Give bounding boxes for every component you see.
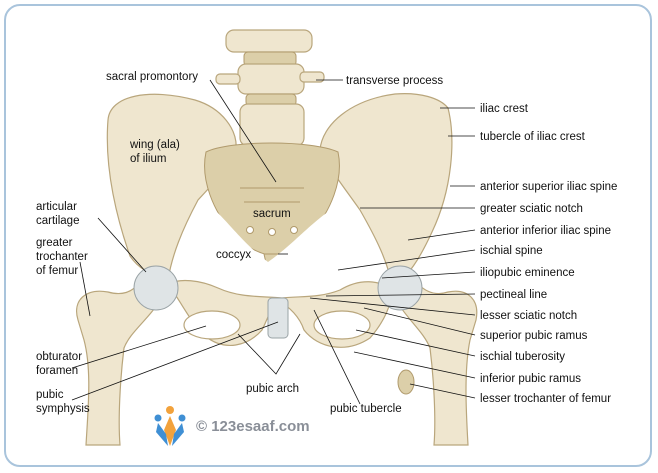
- watermark-text: © 123esaaf.com: [196, 417, 310, 435]
- label-articular-cartilage-line2: cartilage: [36, 215, 79, 227]
- label-iliopubic-eminence: iliopubic eminence: [480, 267, 575, 279]
- label-lesser-trochanter-of-femur: lesser trochanter of femur: [480, 393, 611, 405]
- label-sacrum: sacrum: [253, 208, 291, 220]
- label-tubercle-of-iliac-crest: tubercle of iliac crest: [480, 131, 586, 143]
- people-logo-icon: [154, 406, 186, 446]
- label-ischial-tuberosity: ischial tuberosity: [480, 351, 565, 363]
- label-pubic-arch: pubic arch: [246, 383, 299, 395]
- label-anterior-superior-iliac-spine: anterior superior iliac spine: [480, 181, 617, 193]
- vertebra-top: [225, 29, 313, 53]
- label-obturator-foramen-line2: foramen: [36, 365, 78, 377]
- label-greater-sciatic-notch: greater sciatic notch: [480, 203, 583, 215]
- transverse-process-left: [215, 73, 241, 85]
- vertebra-middle: [237, 63, 305, 95]
- label-pubic-tubercle: pubic tubercle: [330, 403, 402, 415]
- label-pectineal-line: pectineal line: [480, 289, 547, 301]
- left-femoral-head-cartilage: [133, 265, 179, 311]
- pelvic-inlet: [197, 204, 352, 303]
- right-femoral-head-cartilage: [377, 265, 423, 311]
- leader-lines: [71, 79, 476, 405]
- label-ischial-spine: ischial spine: [480, 245, 543, 257]
- label-wing-of-ilium-line2: of ilium: [130, 153, 166, 165]
- left-femur: [76, 283, 161, 446]
- label-iliac-crest: iliac crest: [480, 103, 529, 115]
- right-obturator-foramen: [313, 310, 371, 340]
- label-lesser-sciatic-notch: lesser sciatic notch: [480, 310, 577, 322]
- pelvis-illustration: [76, 29, 478, 446]
- label-greater-trochanter-line1: greater: [36, 237, 73, 249]
- right-ilium-wing: [319, 93, 453, 287]
- label-sacral-promontory: sacral promontory: [106, 71, 198, 83]
- label-greater-trochanter-line2: trochanter: [36, 251, 88, 263]
- left-obturator-foramen: [183, 310, 241, 340]
- right-femur: [395, 283, 478, 446]
- label-inferior-pubic-ramus: inferior pubic ramus: [480, 373, 581, 385]
- transverse-process-shape: [299, 71, 325, 83]
- label-coccyx: coccyx: [216, 249, 251, 261]
- label-greater-trochanter-line3: of femur: [36, 265, 78, 277]
- label-wing-of-ilium-line1: wing (ala): [129, 139, 180, 151]
- left-ilium-wing: [106, 93, 237, 281]
- labels: sacral promontory transverse process ili…: [36, 71, 617, 415]
- lesser-trochanter-shape: [397, 369, 415, 395]
- label-anterior-inferior-iliac-spine: anterior inferior iliac spine: [480, 225, 611, 237]
- label-articular-cartilage-line1: articular: [36, 201, 77, 213]
- label-pubic-symphysis-line1: pubic: [36, 389, 64, 401]
- label-transverse-process: transverse process: [346, 75, 443, 87]
- label-pubic-symphysis-line2: symphysis: [36, 403, 90, 415]
- vertebra-lower: [239, 103, 305, 147]
- label-obturator-foramen-line1: obturator: [36, 351, 82, 363]
- watermark: © 123esaaf.com: [150, 402, 310, 450]
- pubic-symphysis-shape: [267, 297, 289, 339]
- label-superior-pubic-ramus: superior pubic ramus: [480, 330, 588, 342]
